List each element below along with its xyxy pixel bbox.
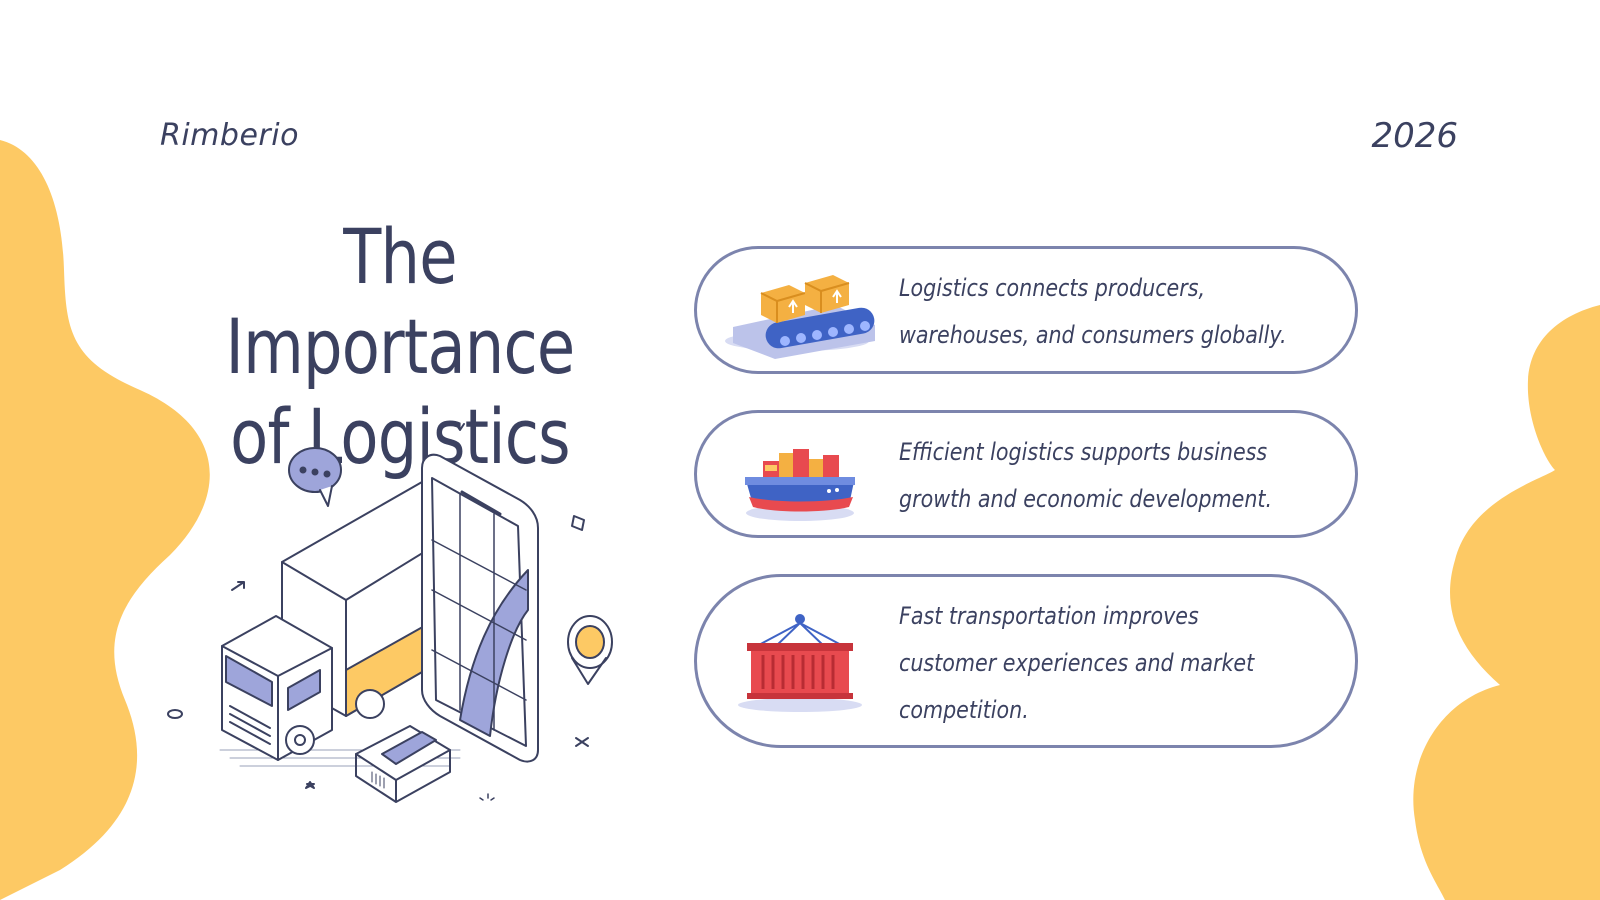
card-3-line-1: Fast transportation improves (899, 602, 1199, 630)
info-card-1: Logistics connects producers, warehouses… (694, 246, 1358, 374)
card-3-line-3: competition. (899, 696, 1029, 724)
card-2-line-1: Efficient logistics supports business (899, 438, 1268, 466)
year-label: 2026 (1371, 116, 1458, 156)
conveyor-boxes-icon (725, 275, 875, 359)
card-1-line-2: warehouses, and consumers globally. (899, 321, 1287, 349)
info-card-3: Fast transportation improves customer ex… (694, 574, 1358, 748)
card-2-line-2: growth and economic development. (899, 485, 1273, 513)
map-pin-icon (567, 615, 613, 685)
cargo-ship-icon (745, 449, 855, 521)
title-line-1: The Importance (225, 212, 576, 391)
card-2-text: Efficient logistics supports business gr… (899, 429, 1273, 523)
card-3-line-2: customer experiences and market (899, 649, 1255, 677)
title-line-2: of Logistics (230, 392, 570, 481)
card-3-text: Fast transportation improves customer ex… (899, 593, 1260, 734)
info-card-2: Efficient logistics supports business gr… (694, 410, 1358, 538)
card-1-text: Logistics connects producers, warehouses… (899, 265, 1287, 359)
chat-bubble-icon (288, 447, 342, 507)
shipping-container-icon (738, 614, 862, 712)
brand-name: Rimberio (160, 118, 299, 153)
truck-phone-map-illustration-icon (167, 423, 613, 803)
page-title: The Importance of Logistics (195, 212, 605, 482)
card-1-line-1: Logistics connects producers, (899, 274, 1206, 302)
